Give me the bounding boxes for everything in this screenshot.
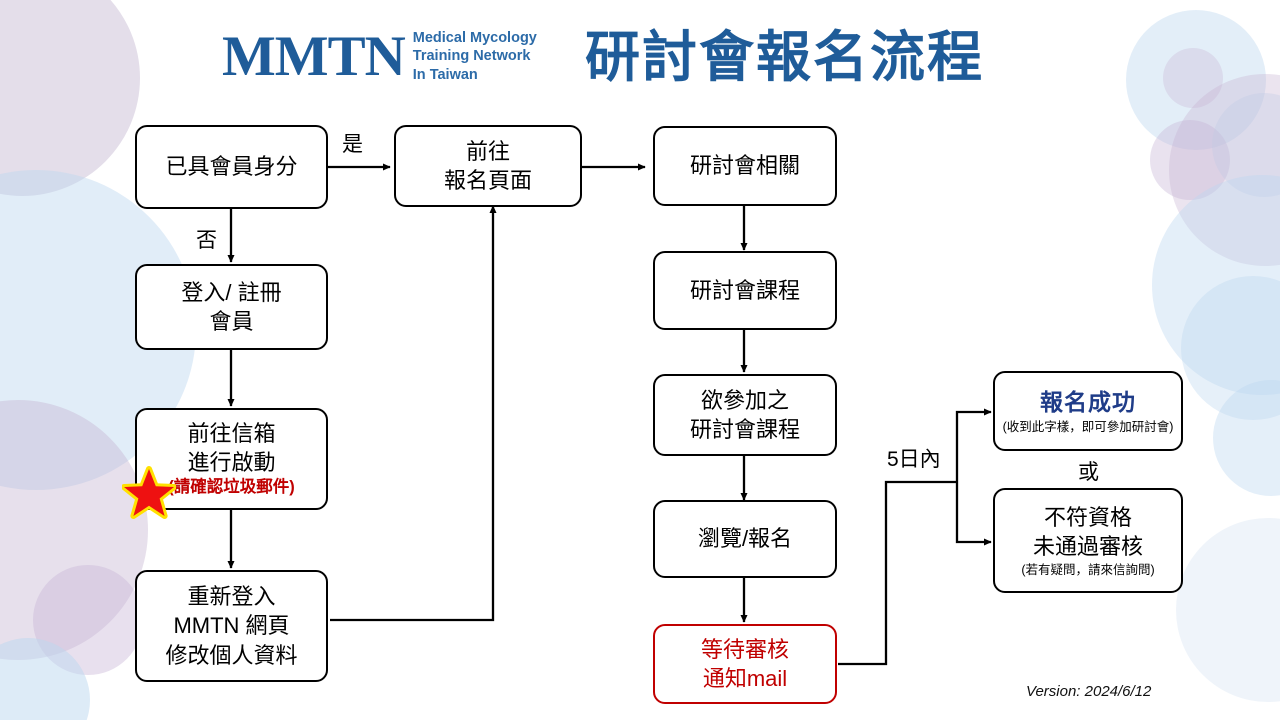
node-goto-signup-page-line-1: 前往 — [465, 138, 510, 164]
logo-subtitle: Medical Mycology Training Network In Tai… — [413, 29, 537, 85]
node-member-check[interactable]: 已具會員身分 — [135, 125, 328, 209]
node-await-review-line-2: 通知mail — [702, 666, 788, 691]
node-member-check-line-1: 已具會員身分 — [165, 154, 298, 180]
node-registration-success-title: 報名成功 — [1040, 389, 1136, 416]
node-desired-course-line-1: 欲參加之 — [700, 387, 789, 413]
node-browse-signup-line-1: 瀏覽/報名 — [697, 526, 793, 552]
edge-label-or: 或 — [1078, 461, 1099, 484]
node-seminar-course-line-1: 研討會課程 — [689, 277, 800, 303]
logo-subtitle-line-3: In Taiwan — [412, 66, 478, 83]
edge-await-branch-trunk — [838, 480, 957, 666]
mmtn-logo: MMTN Medical Mycology Training Network I… — [222, 28, 537, 85]
node-activate-mail-line-2: 進行啟動 — [187, 450, 276, 476]
node-await-review[interactable]: 等待審核 通知mail — [653, 624, 837, 704]
edge-label-yes: 是 — [342, 133, 363, 156]
node-activate-mail-line-1: 前往信箱 — [187, 421, 276, 447]
node-login-register-line-1: 登入/ 註冊 — [181, 279, 282, 305]
edge-branch-success — [955, 408, 992, 482]
node-registration-success-note: (收到此字樣，即可參加研討會) — [1002, 419, 1174, 434]
node-relogin-profile[interactable]: 重新登入 MMTN 網頁 修改個人資料 — [135, 570, 328, 682]
node-desired-course-line-2: 研討會課程 — [689, 417, 800, 442]
node-registration-rejected-note: (若有疑問，請來信詢問) — [1021, 563, 1155, 578]
node-relogin-profile-line-3: 修改個人資料 — [165, 642, 298, 668]
warning-star-icon — [122, 466, 176, 519]
edge-relogin-to-signup-page — [330, 205, 497, 622]
page-title: 研討會報名流程 — [585, 26, 985, 88]
edge-branch-rejected — [955, 482, 992, 546]
node-login-register-line-2: 會員 — [209, 309, 254, 334]
node-desired-course[interactable]: 欲參加之 研討會課程 — [653, 374, 837, 456]
node-registration-rejected[interactable]: 不符資格 未通過審核 (若有疑問，請來信詢問) — [993, 488, 1183, 593]
logo-subtitle-line-2: Training Network — [412, 48, 531, 65]
node-registration-rejected-line-1: 不符資格 — [1043, 504, 1132, 530]
node-seminar-related[interactable]: 研討會相關 — [653, 126, 837, 206]
node-relogin-profile-line-1: 重新登入 — [187, 584, 276, 610]
node-activate-mail-note: (請確認垃圾郵件) — [168, 478, 295, 497]
node-goto-signup-page-line-2: 報名頁面 — [443, 168, 532, 193]
edge-label-no: 否 — [196, 229, 217, 252]
node-seminar-related-line-1: 研討會相關 — [689, 153, 800, 179]
version-label: Version: 2024/6/12 — [1026, 683, 1152, 700]
node-goto-signup-page[interactable]: 前往 報名頁面 — [394, 125, 582, 207]
node-browse-signup[interactable]: 瀏覽/報名 — [653, 500, 837, 578]
node-registration-rejected-line-2: 未通過審核 — [1032, 534, 1143, 559]
node-login-register[interactable]: 登入/ 註冊 會員 — [135, 264, 328, 350]
logo-wordmark: MMTN — [222, 25, 406, 88]
logo-subtitle-line-1: Medical Mycology — [412, 29, 537, 46]
edge-label-within-five-days: 5日內 — [887, 448, 941, 471]
node-seminar-course[interactable]: 研討會課程 — [653, 251, 837, 330]
node-registration-success[interactable]: 報名成功 (收到此字樣，即可參加研討會) — [993, 371, 1183, 451]
node-relogin-profile-line-2: MMTN 網頁 — [173, 613, 290, 639]
node-await-review-line-1: 等待審核 — [700, 636, 789, 662]
